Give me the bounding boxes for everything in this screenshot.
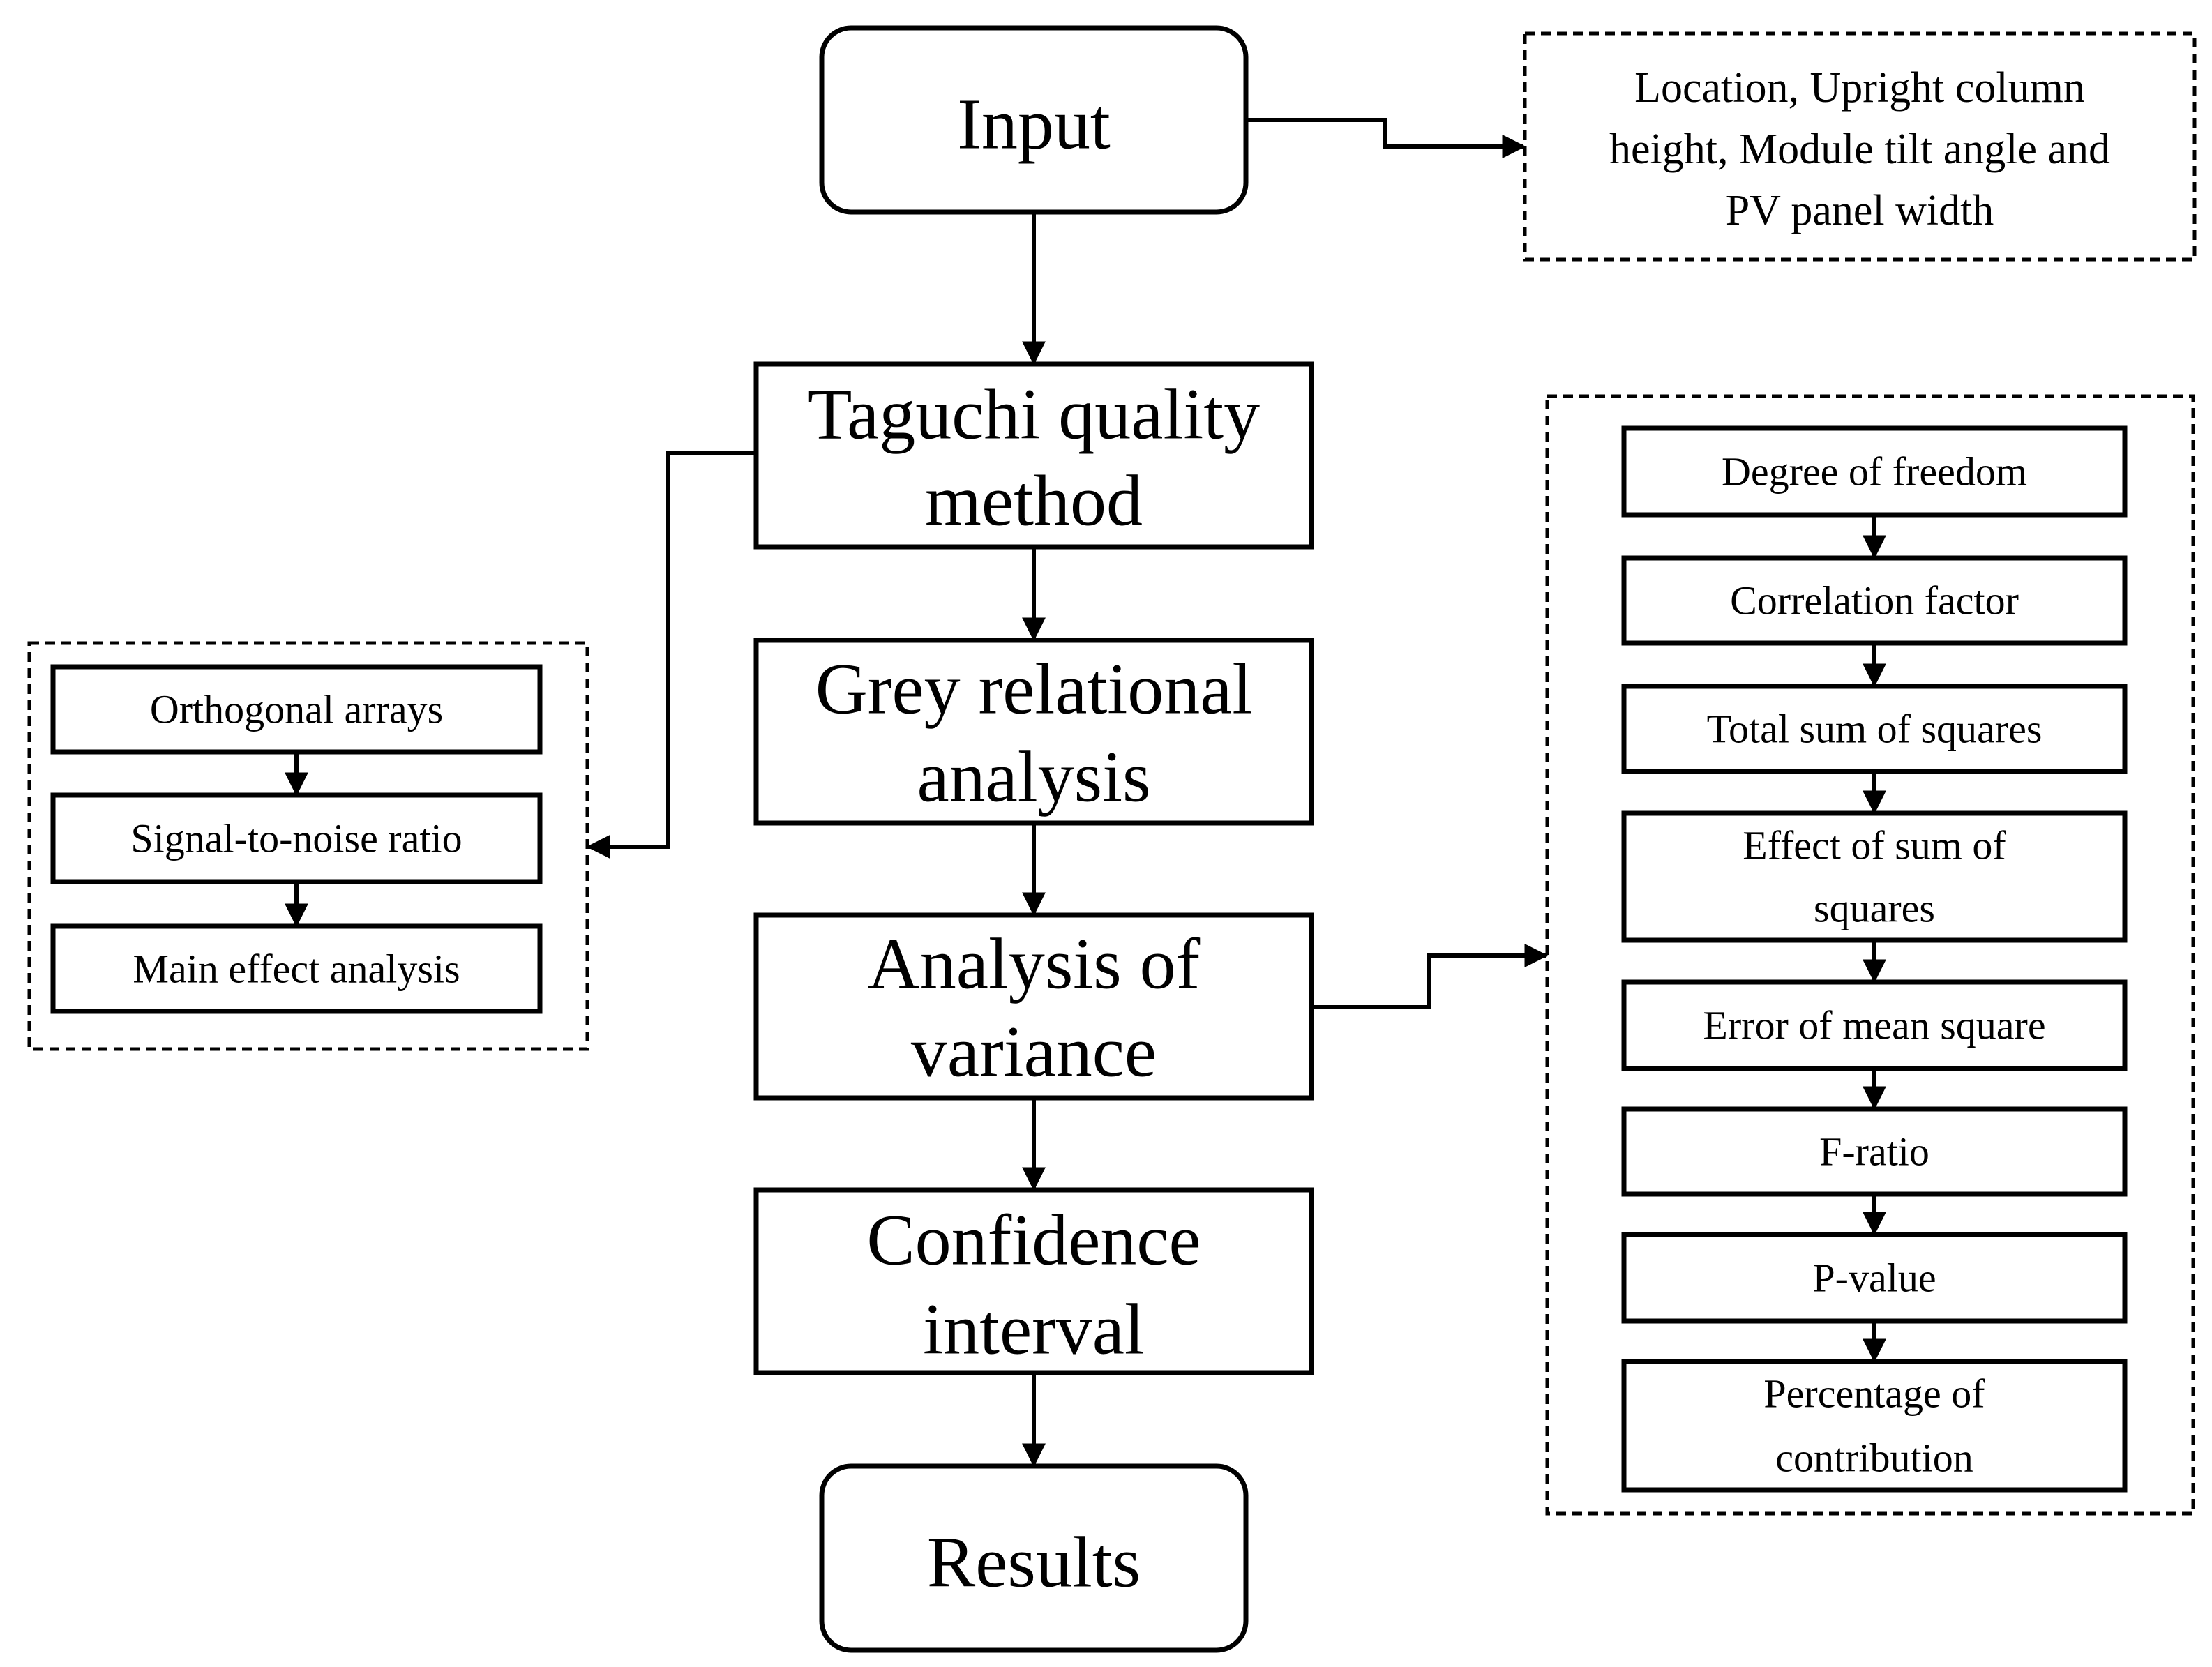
results-label: Results bbox=[927, 1523, 1141, 1603]
degree-of-freedom-label: Degree of freedom bbox=[1722, 449, 2027, 495]
confidence-label-line1: Confidence bbox=[866, 1200, 1201, 1281]
p-value-box bbox=[1621, 1232, 2128, 1324]
percentage-contribution-box bbox=[1621, 1359, 2128, 1493]
correlation-factor-label: Correlation factor bbox=[1730, 578, 2019, 624]
error-mean-square-label: Error of mean square bbox=[1703, 1003, 2045, 1048]
total-sum-of-squares-label: Total sum of squares bbox=[1707, 707, 2042, 752]
connector-anova-to-steps bbox=[1311, 944, 1549, 1009]
orthogonal-arrays-label: Orthogonal arrays bbox=[150, 687, 443, 732]
percentage-contribution-label-line1: Percentage of bbox=[1763, 1371, 1985, 1417]
error-mean-square-box bbox=[1621, 979, 2128, 1071]
input-params-line3: PV panel width bbox=[1726, 187, 1994, 234]
main-effect-label: Main effect analysis bbox=[133, 946, 460, 992]
percentage-contribution-label-line2: contribution bbox=[1775, 1435, 1973, 1481]
taguchi-label-line2: method bbox=[925, 461, 1143, 541]
p-value-label: P-value bbox=[1812, 1255, 1936, 1301]
signal-to-noise-label: Signal-to-noise ratio bbox=[130, 816, 462, 861]
effect-sum-of-squares-label-line2: squares bbox=[1814, 886, 1935, 931]
input-params-line2: height, Module tilt angle and bbox=[1609, 126, 2110, 173]
connector-input-to-parameters bbox=[1246, 118, 1526, 158]
connector-taguchi-to-steps bbox=[586, 451, 756, 859]
anova-label-line1: Analysis of bbox=[868, 924, 1201, 1004]
f-ratio-label: F-ratio bbox=[1819, 1129, 1929, 1175]
correlation-factor-box bbox=[1621, 555, 2128, 646]
grey-label-line1: Grey relational bbox=[815, 649, 1253, 730]
confidence-label-line2: interval bbox=[923, 1290, 1145, 1370]
degree-of-freedom-box bbox=[1621, 425, 2128, 518]
input-params-line1: Location, Upright column bbox=[1634, 64, 2085, 112]
taguchi-label-line1: Taguchi quality bbox=[808, 375, 1260, 455]
input-label: Input bbox=[957, 84, 1111, 165]
anova-label-line2: variance bbox=[911, 1012, 1157, 1092]
grey-label-line2: analysis bbox=[917, 737, 1150, 817]
effect-sum-of-squares-label-line1: Effect of sum of bbox=[1743, 823, 2006, 868]
grey-relational-node bbox=[753, 638, 1314, 826]
